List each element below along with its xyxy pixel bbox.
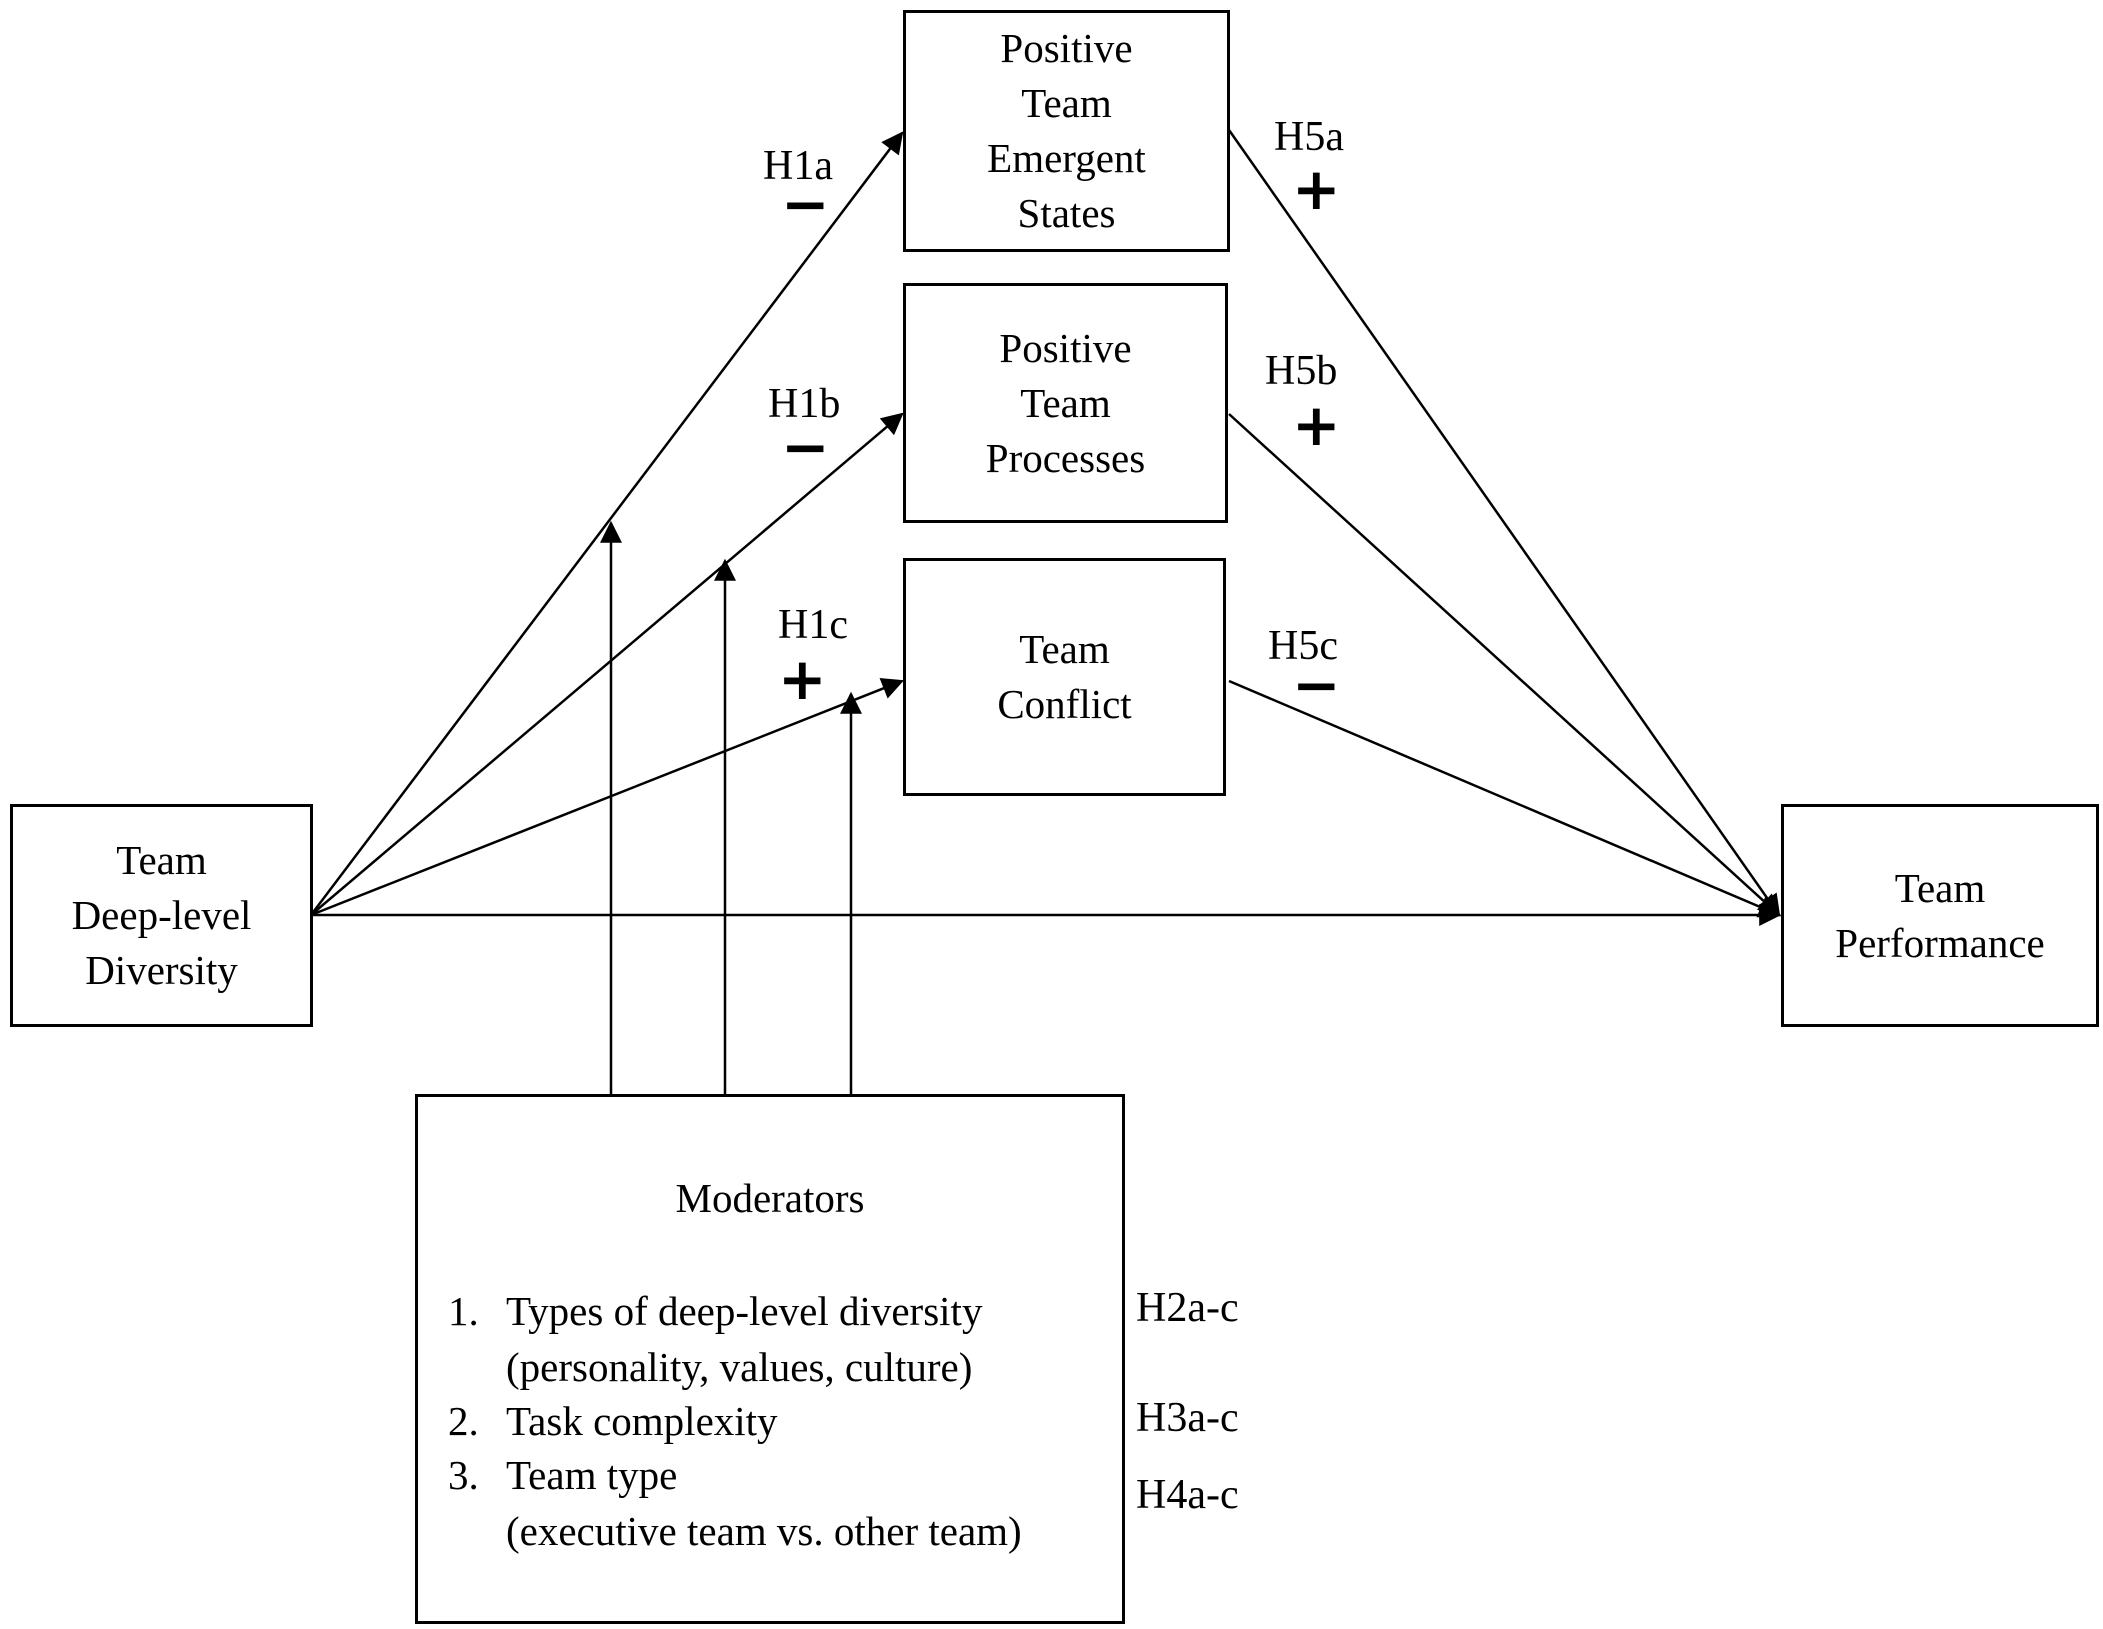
arrow-diversity-to-processes [310, 412, 904, 916]
label-h5b: H5b [1265, 348, 1338, 394]
moderator-hypothesis-h2: H2a-c [1136, 1285, 1239, 1331]
node-team-conflict: Team Conflict [903, 558, 1226, 796]
sign-h1c: + [778, 645, 827, 713]
node-label: Team [1894, 864, 1986, 911]
sign-h1a: − [781, 170, 830, 238]
arrow-diversity-to-conflict [310, 678, 905, 917]
moderator-item-subtext: (executive team vs. other team) [506, 1508, 1022, 1554]
node-positive-team-processes: Positive Team Processes [903, 283, 1228, 523]
moderator-item-text: Task complexity [506, 1398, 778, 1444]
moderator-item-text: Team type [506, 1452, 678, 1498]
node-positive-team-emergent-states: Positive Team Emergent States [903, 10, 1230, 252]
arrow-processes-to-performance [1228, 413, 1781, 917]
arrow-conflict-to-performance [1228, 679, 1782, 918]
node-label: Performance [1835, 919, 2045, 966]
node-label: Team [1020, 379, 1111, 426]
moderator-hypothesis-h3: H3a-c [1136, 1395, 1239, 1441]
node-label: Deep-level [71, 892, 252, 938]
label-h1a: H1a [763, 143, 833, 189]
node-team-deep-level-diversity: Team Deep-level Diversity [10, 804, 313, 1027]
sign-h5a: + [1292, 155, 1341, 223]
label-h5a: H5a [1274, 114, 1344, 160]
node-label: Processes [985, 434, 1146, 481]
node-label: Team [1021, 80, 1112, 126]
node-label: States [1017, 190, 1116, 236]
label-h5c: H5c [1268, 623, 1338, 669]
node-moderators: Moderators 1. Types of deep-level divers… [415, 1094, 1125, 1624]
node-label: Team [1019, 626, 1110, 672]
sign-h1b: − [781, 413, 830, 481]
node-label: Emergent [987, 135, 1146, 181]
sign-h5c: − [1292, 651, 1341, 719]
moderators-title: Moderators [675, 1175, 865, 1221]
label-h1c: H1c [778, 602, 848, 648]
node-label: Team [116, 837, 207, 883]
node-label: Conflict [997, 681, 1132, 727]
node-label: Positive [1000, 25, 1133, 71]
sign-h5b: + [1292, 391, 1341, 459]
moderator-item-text: Types of deep-level diversity [506, 1288, 983, 1334]
label-h1b: H1b [768, 381, 841, 427]
moderator-item-number: 2. [448, 1398, 479, 1444]
moderator-item-number: 1. [448, 1288, 479, 1334]
node-team-performance: Team Performance [1781, 804, 2099, 1027]
moderator-item-number: 3. [448, 1452, 479, 1498]
node-label: Diversity [85, 947, 238, 993]
moderator-hypothesis-h4: H4a-c [1136, 1472, 1239, 1518]
moderator-item-subtext: (personality, values, culture) [506, 1344, 973, 1390]
arrow-emergent-states-to-performance [1227, 129, 1781, 917]
node-label: Positive [999, 324, 1132, 371]
